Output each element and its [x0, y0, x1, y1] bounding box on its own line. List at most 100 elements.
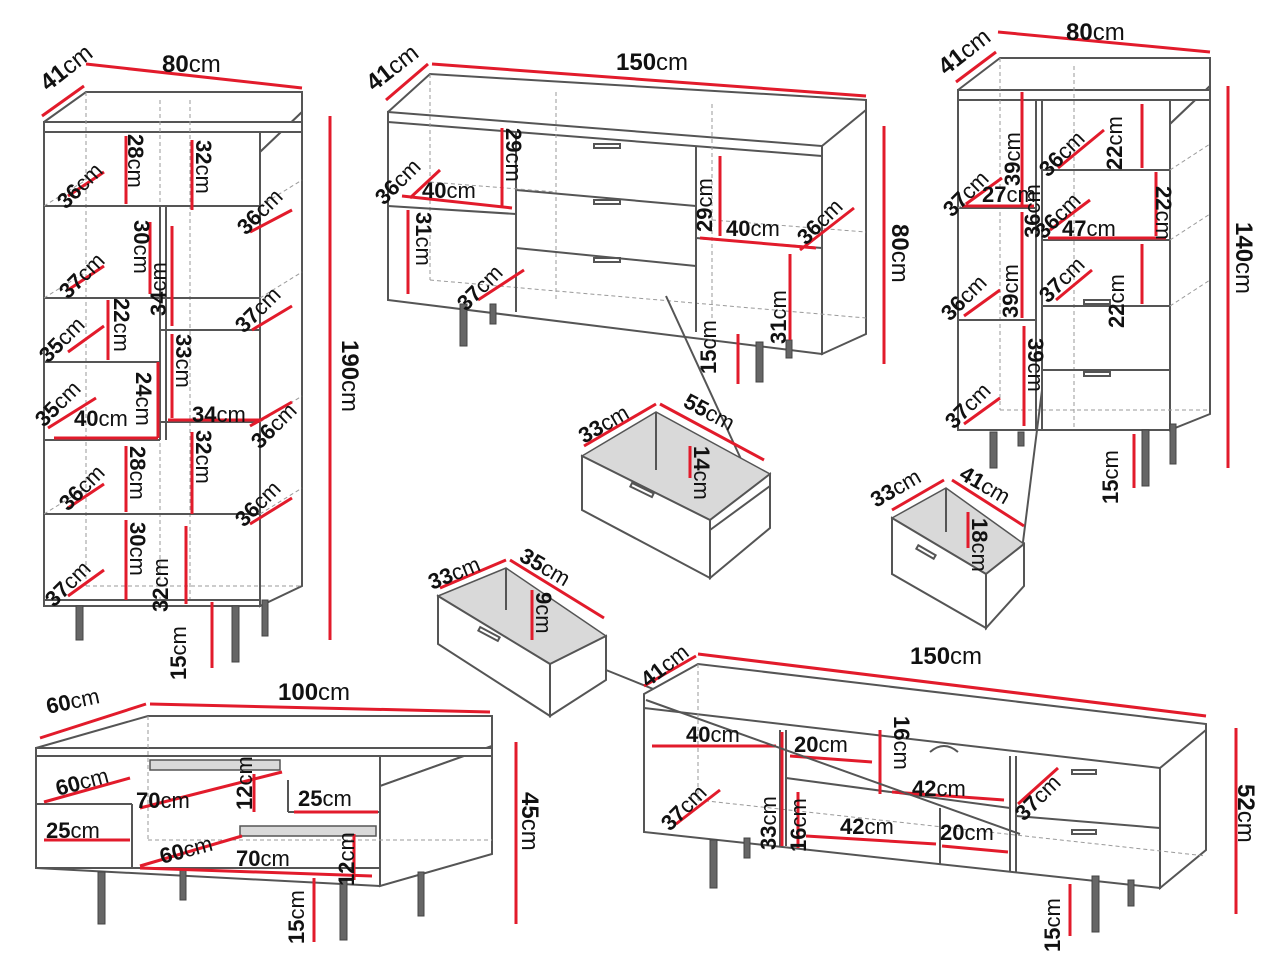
dimension-value: 14 — [689, 446, 714, 471]
dimension-unit: cm — [1000, 132, 1025, 161]
dimension-unit: cm — [531, 604, 556, 633]
dimension-unit: cm — [131, 396, 156, 425]
dimension-value: 12 — [232, 786, 257, 810]
dimension-value: 36 — [1020, 214, 1045, 238]
dimension-label-a-h2: 30cm — [129, 220, 154, 274]
dimension-value: 52 — [1232, 784, 1259, 811]
dimension-label-d2-h: 18cm — [967, 518, 992, 572]
dimension-unit: cm — [1020, 184, 1045, 213]
dimension-value: 30 — [125, 522, 150, 546]
dimension-label-a-h4: 24cm — [131, 372, 156, 426]
dimension-unit: cm — [786, 798, 811, 827]
dimension-unit: cm — [216, 402, 245, 427]
dimension-label-e-5: 25cm — [46, 818, 100, 843]
dimension-unit: cm — [191, 164, 216, 193]
dimension-label-b-legs: 15cm — [696, 320, 721, 374]
dimension-unit: cm — [818, 732, 847, 757]
dimension-value: 33 — [756, 826, 781, 850]
dimension-value: 40 — [686, 722, 710, 747]
dimension-value: 70 — [136, 788, 160, 813]
dimension-unit: cm — [886, 251, 913, 283]
dimension-label-f-height: 52cm — [1232, 784, 1259, 843]
dimension-label-a-h3: 22cm — [109, 298, 134, 352]
dimension-label-c-height: 140cm — [1230, 222, 1257, 294]
dimension-value: 29 — [501, 128, 526, 152]
dimension-label-a-w1: 40cm — [74, 406, 128, 431]
dimension-unit: cm — [516, 819, 543, 851]
dimension-label-a-width: 80cm — [162, 51, 221, 78]
dimension-label-f-width: 150cm — [910, 643, 982, 670]
dimension-label-b-r1: 29cm — [692, 178, 717, 232]
dimension-unit: cm — [1104, 274, 1129, 303]
tall-bookcase — [41, 62, 332, 668]
dimension-unit: cm — [756, 796, 781, 825]
dimension-label-d1-h: 14cm — [689, 446, 714, 500]
dimension-unit: cm — [322, 786, 351, 811]
dimension-unit: cm — [166, 626, 191, 655]
tall-cabinet — [955, 30, 1230, 567]
dimension-label-f-9: 42cm — [840, 814, 894, 839]
dimension-label-a-h5: 28cm — [125, 446, 150, 500]
dimension-value: 32 — [191, 430, 216, 454]
dimension-value: 140 — [1230, 222, 1257, 262]
dimension-unit: cm — [446, 178, 475, 203]
dimension-unit: cm — [125, 470, 150, 499]
dimension-value: 15 — [1040, 928, 1065, 952]
dimension-unit: cm — [656, 49, 688, 76]
dimension-unit: cm — [284, 890, 309, 919]
dimension-label-f-3: 20cm — [794, 732, 848, 757]
dimension-value: 15 — [1098, 480, 1123, 504]
dimension-value: 28 — [123, 134, 148, 158]
dimension-value: 22 — [1151, 186, 1176, 210]
dimension-unit: cm — [1093, 19, 1125, 46]
dimension-label-c-15: 39cm — [1023, 338, 1048, 392]
dimension-unit: cm — [232, 756, 257, 785]
dimension-label-c-9: 36cm — [1020, 184, 1045, 238]
dimension-label-a-c4: 32cm — [191, 430, 216, 484]
dimension-value: 150 — [910, 643, 950, 670]
dimension-unit: cm — [936, 776, 965, 801]
dimension-value: 20 — [940, 820, 964, 845]
dimension-label-f-5: 33cm — [756, 796, 781, 850]
dimension-label-f-1: 40cm — [686, 722, 740, 747]
dimension-unit: cm — [1230, 262, 1257, 294]
dimension-unit: cm — [967, 542, 992, 571]
dimension-label-b-l4: 31cm — [411, 212, 436, 266]
dimension-label-a-legs: 15cm — [166, 626, 191, 680]
dimension-unit: cm — [98, 406, 127, 431]
dimension-value: 39 — [1023, 338, 1048, 362]
dimension-value: 28 — [125, 446, 150, 470]
dimension-unit: cm — [123, 158, 148, 187]
dimension-value: 24 — [131, 372, 156, 397]
dimension-value: 12 — [334, 862, 359, 886]
dimension-value: 25 — [46, 818, 70, 843]
dimension-label-e-height: 45cm — [516, 792, 543, 851]
dimension-label-a-h1: 28cm — [123, 134, 148, 188]
drawer-41 — [890, 478, 1026, 631]
dimension-value: 30 — [129, 220, 154, 244]
dimension-value: 15 — [284, 920, 309, 944]
dimension-unit: cm — [70, 818, 99, 843]
dimension-unit: cm — [710, 722, 739, 747]
dimension-unit: cm — [146, 262, 171, 291]
dimension-value: 22 — [1102, 146, 1127, 170]
dimension-value: 190 — [336, 340, 363, 380]
dimension-label-e-7: 70cm — [236, 846, 290, 871]
dimension-label-d1-d: 55cm — [680, 388, 739, 435]
dimension-value: 9 — [531, 592, 556, 604]
dimension-unit: cm — [125, 546, 150, 575]
dimension-label-e-4: 25cm — [298, 786, 352, 811]
dimension-label-f-legs: 15cm — [1040, 898, 1065, 952]
dimension-label-b-r4: 31cm — [766, 290, 791, 344]
dimension-label-d3-h: 9cm — [531, 592, 556, 634]
dimension-unit: cm — [864, 814, 893, 839]
dimension-label-b-l2: 40cm — [422, 178, 476, 203]
dimension-value: 150 — [616, 49, 656, 76]
dimension-unit: cm — [260, 846, 289, 871]
dimension-value: 70 — [236, 846, 260, 871]
dimension-unit: cm — [998, 264, 1023, 293]
dimension-unit: cm — [411, 236, 436, 265]
dimension-unit: cm — [696, 320, 721, 349]
dimension-label-e-8: 12cm — [334, 832, 359, 886]
